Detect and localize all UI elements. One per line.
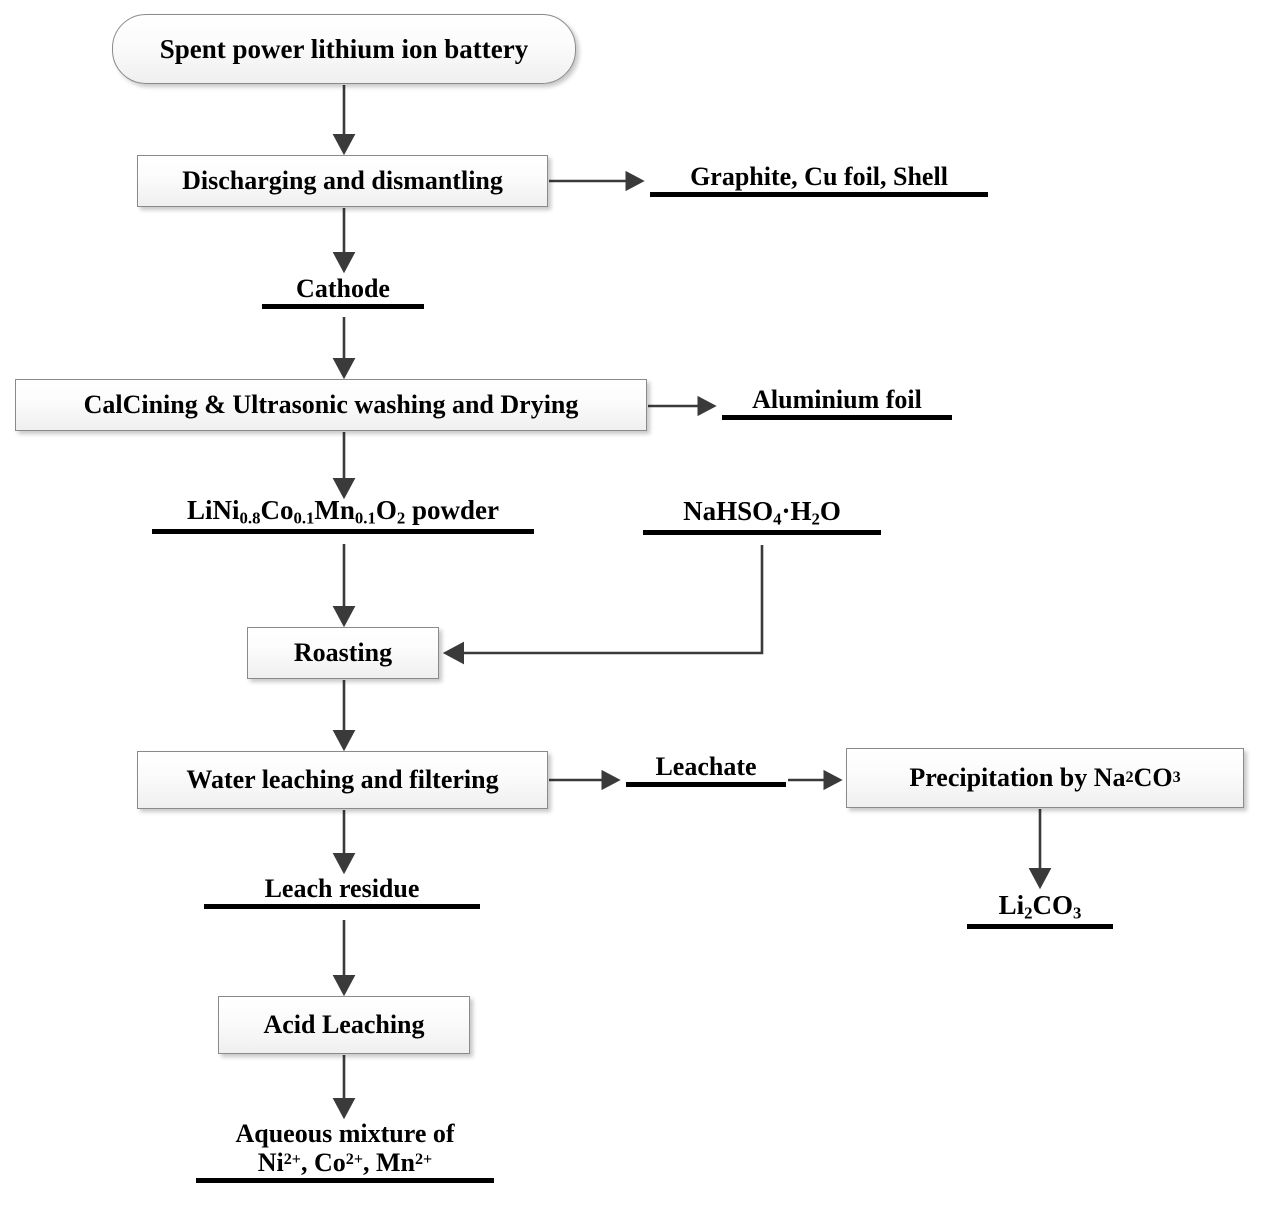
- label-underline: [967, 924, 1113, 930]
- label-underline: [262, 304, 424, 310]
- edge-nahso4-to-roasting: [442, 545, 764, 665]
- label-ncm-powder-text: LiNi0.8Co0.1Mn0.1O2 powder: [187, 495, 499, 528]
- label-leach-residue: Leach residue: [204, 874, 480, 910]
- node-water-leaching-filtering[interactable]: Water leaching and filtering: [137, 751, 548, 809]
- label-leachate-text: Leachate: [655, 752, 757, 781]
- label-cathode-text: Cathode: [296, 274, 390, 303]
- node-discharging-dismantling[interactable]: Discharging and dismantling: [137, 155, 548, 207]
- label-leachate: Leachate: [626, 752, 786, 788]
- node-calcining-washing-drying[interactable]: CalCining & Ultrasonic washing and Dryin…: [15, 379, 647, 431]
- label-underline: [196, 1178, 494, 1184]
- label-nahso4-h2o-text: NaHSO4·H2O: [683, 496, 841, 529]
- node-roasting[interactable]: Roasting: [247, 627, 439, 679]
- label-aluminium-foil: Aluminium foil: [722, 385, 952, 421]
- label-ncm-powder: LiNi0.8Co0.1Mn0.1O2 powder: [152, 495, 534, 535]
- label-underline: [204, 904, 480, 910]
- label-li2co3: Li2CO3: [967, 890, 1113, 930]
- label-underline: [643, 530, 881, 536]
- label-aluminium-foil-text: Aluminium foil: [752, 385, 922, 414]
- label-underline: [626, 782, 786, 788]
- label-underline: [722, 415, 952, 421]
- label-li2co3-text: Li2CO3: [998, 890, 1082, 923]
- label-leach-residue-text: Leach residue: [264, 874, 420, 903]
- node-acid-leaching[interactable]: Acid Leaching: [218, 996, 470, 1054]
- label-graphite-cu-shell-text: Graphite, Cu foil, Shell: [690, 162, 948, 191]
- label-nahso4-h2o: NaHSO4·H2O: [643, 496, 881, 536]
- label-underline: [650, 192, 988, 198]
- label-graphite-cu-shell: Graphite, Cu foil, Shell: [650, 162, 988, 198]
- label-underline: [152, 529, 534, 535]
- node-spent-battery[interactable]: Spent power lithium ion battery: [112, 14, 576, 84]
- label-cathode: Cathode: [262, 274, 424, 310]
